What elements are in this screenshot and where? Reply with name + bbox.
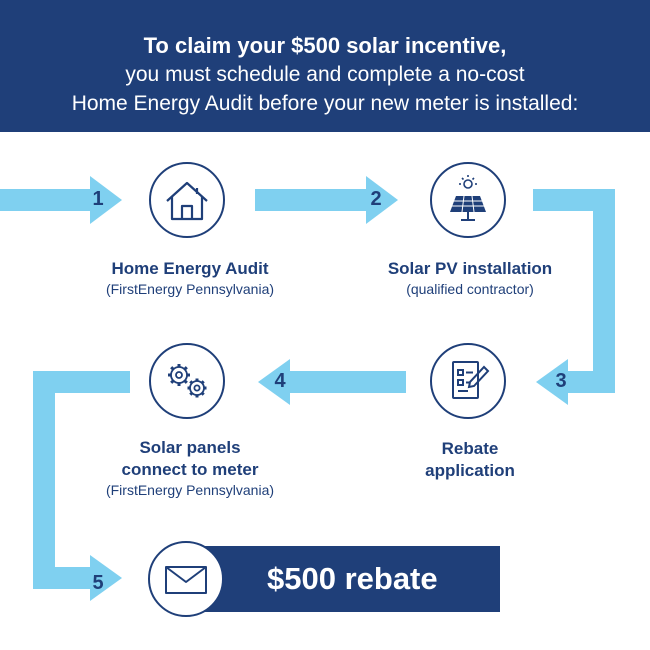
step-1-title: Home Energy Audit <box>111 259 269 278</box>
step-3-title-line-1: Rebate <box>441 439 499 458</box>
arrow-2 <box>255 176 398 224</box>
rebate-banner: $500 rebate <box>195 546 500 612</box>
step-3-label: Rebate application <box>380 438 560 482</box>
step-4-title-line-1: Solar panels <box>139 438 241 457</box>
header-line-1: To claim your $500 solar incentive, <box>143 33 507 58</box>
clipboard-pen-icon <box>452 361 490 399</box>
step-4-number: 4 <box>274 370 286 392</box>
gears-icon <box>168 364 207 398</box>
arrow-5 <box>33 371 130 601</box>
solar-panel-icon <box>450 175 486 221</box>
header-line-2: you must schedule and complete a no-cost <box>125 63 525 86</box>
step-1-subtitle: (FirstEnergy Pennsylvania) <box>105 281 275 297</box>
header-line-3: Home Energy Audit before your new meter … <box>71 92 579 115</box>
step-4-title-line-2: connect to meter <box>121 460 259 479</box>
solar-panel-icon-circle <box>430 162 506 238</box>
step-2-title: Solar PV installation <box>387 259 553 278</box>
step-3-number: 3 <box>555 370 567 392</box>
envelope-icon <box>165 566 207 594</box>
arrow-1 <box>0 176 122 224</box>
gears-icon-circle <box>149 343 225 419</box>
step-3-title-line-2: application <box>425 461 515 480</box>
rebate-label: $500 rebate <box>267 561 438 596</box>
step-4-label: Solar panels connect to meter (FirstEner… <box>80 437 300 499</box>
arrow-3 <box>533 189 615 405</box>
step-2-subtitle: (qualified contractor) <box>406 281 534 297</box>
house-icon <box>166 181 208 221</box>
step-2-label: Solar PV installation (qualified contrac… <box>360 258 580 298</box>
clipboard-pen-icon-circle <box>430 343 506 419</box>
envelope-icon-circle <box>148 541 224 617</box>
arrow-4 <box>258 359 406 405</box>
step-5-number: 5 <box>92 572 104 594</box>
step-1-number: 1 <box>92 188 104 210</box>
house-icon-circle <box>149 162 225 238</box>
header-banner: To claim your $500 solar incentive, you … <box>0 0 650 132</box>
step-1-label: Home Energy Audit (FirstEnergy Pennsylva… <box>80 258 300 298</box>
step-4-subtitle: (FirstEnergy Pennsylvania) <box>105 482 275 498</box>
step-2-number: 2 <box>370 188 382 210</box>
